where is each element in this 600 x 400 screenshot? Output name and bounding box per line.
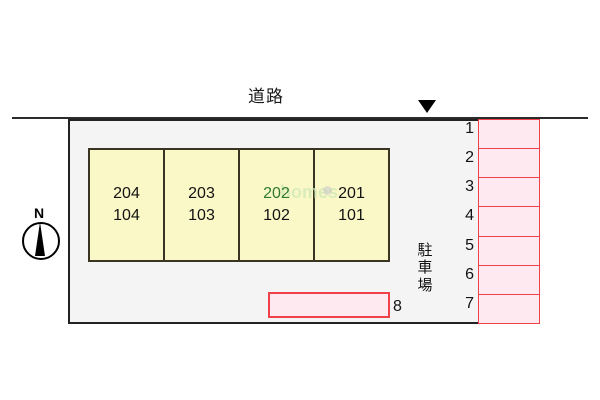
parking-slot-number: 8 [393,298,402,315]
watermark-dot-icon [323,186,332,195]
parking-slot[interactable]: 6 [465,264,540,296]
parking-label-char: 車 [417,259,433,277]
parking-slot[interactable]: 4 [465,206,540,238]
parking-label-char: 場 [417,276,433,294]
parking-slot-number: 3 [465,178,474,196]
unit-lower-number: 104 [113,207,140,224]
parking-slot-number: 7 [465,294,474,312]
parking-lot-label: 駐 車 場 [416,242,434,294]
entrance-triangle-icon [418,100,436,113]
building-block: 204 104 203 103 202 102 201 101 [88,148,390,262]
parking-slot[interactable]: 5 [465,235,540,267]
unit-upper-number: 202 [263,185,290,203]
parking-slot[interactable]: 3 [465,177,540,208]
parking-column: 1 2 3 4 5 6 7 [465,119,540,325]
parking-slot[interactable]: 2 [465,148,540,179]
unit-lower-number: 101 [338,207,365,224]
parking-slot-number: 2 [465,149,474,167]
parking-slot[interactable]: 7 [465,293,540,325]
parking-slot-number: 1 [465,120,474,137]
parking-slot-number: 4 [465,207,474,225]
unit-upper-number: 201 [338,185,365,203]
parking-label-char: 駐 [417,242,433,259]
unit-upper-number: 204 [113,185,140,203]
road-label: 道路 [248,87,284,106]
parking-slot-number: 5 [465,236,474,254]
unit-cell[interactable]: 202 102 [240,150,315,260]
unit-lower-number: 103 [188,207,215,224]
parking-slot[interactable]: 1 [465,119,540,150]
unit-lower-number: 102 [263,207,290,224]
unit-cell[interactable]: 203 103 [165,150,240,260]
road-line [12,117,588,119]
compass: N [14,205,66,271]
unit-cell[interactable]: 201 101 [315,150,388,260]
unit-cell[interactable]: 204 104 [90,150,165,260]
compass-north-label: N [34,205,45,221]
unit-upper-number: 203 [188,185,215,203]
parking-slot-number: 6 [465,265,474,283]
parking-slot[interactable] [268,292,390,318]
compass-needle-icon [35,222,45,256]
